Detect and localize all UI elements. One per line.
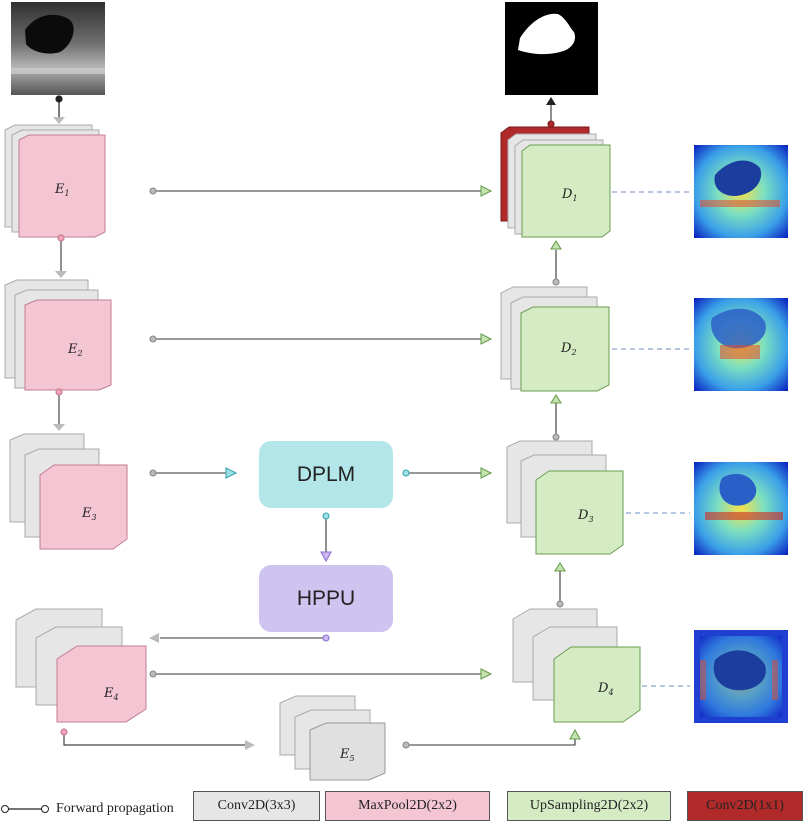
legend-upsampling: UpSampling2D(2x2) [507, 791, 671, 821]
decoder-block-d2: D2 [500, 286, 610, 392]
legend-upsampling-label: UpSampling2D(2x2) [529, 798, 649, 813]
block-label-d2: D2 [560, 341, 577, 357]
decoder-block-d1: D1 [500, 126, 611, 238]
output-mask-image [505, 2, 598, 95]
block-label-e4: E4 [103, 686, 119, 702]
encoder-block-e5: E5 [279, 695, 386, 781]
heatmap-links [612, 191, 690, 687]
heatmap-d1 [694, 145, 788, 238]
block-label-e1: E1 [54, 182, 70, 198]
encoder-block-e4: E4 [15, 608, 147, 723]
legend-maxpool-label: MaxPool2D(2x2) [358, 798, 457, 813]
block-label-d3: D3 [577, 508, 594, 524]
skip-connections [149, 185, 581, 749]
encoder-down-arrows [53, 95, 255, 750]
encoder-block-e3: E3 [9, 433, 128, 550]
hppu-label: HPPU [296, 586, 356, 610]
block-label-e3: E3 [81, 506, 97, 522]
dplm-label: DPLM [296, 462, 356, 486]
hppu-module: HPPU [259, 565, 393, 632]
heatmap-d3 [694, 462, 788, 555]
block-label-d4: D4 [597, 681, 614, 697]
legend-conv1x1: Conv2D(1x1) [687, 791, 803, 821]
legend-maxpool: MaxPool2D(2x2) [325, 791, 490, 821]
legend-conv: Conv2D(3x3) [193, 791, 320, 821]
encoder-block-e2: E2 [4, 279, 112, 391]
dplm-module: DPLM [259, 441, 393, 508]
block-label-e2: E2 [67, 342, 83, 358]
legend-forward-label: Forward propagation [56, 801, 174, 816]
input-ultrasound-image [11, 2, 105, 95]
encoder-block-e1: E1 [4, 124, 106, 238]
legend-conv1x1-label: Conv2D(1x1) [706, 798, 784, 813]
legend-conv-label: Conv2D(3x3) [217, 798, 296, 813]
block-label-d1: D1 [561, 187, 578, 203]
block-label-e5: E5 [339, 747, 355, 763]
forward-arrow-icon [1, 805, 49, 813]
decoder-block-d3: D3 [506, 440, 624, 555]
legend-forward-propagation: Forward propagation [0, 798, 190, 820]
decoder-block-d4: D4 [512, 608, 641, 723]
heatmap-d4 [694, 630, 788, 723]
heatmap-d2 [694, 298, 788, 391]
decoder-up-arrows [546, 97, 566, 608]
